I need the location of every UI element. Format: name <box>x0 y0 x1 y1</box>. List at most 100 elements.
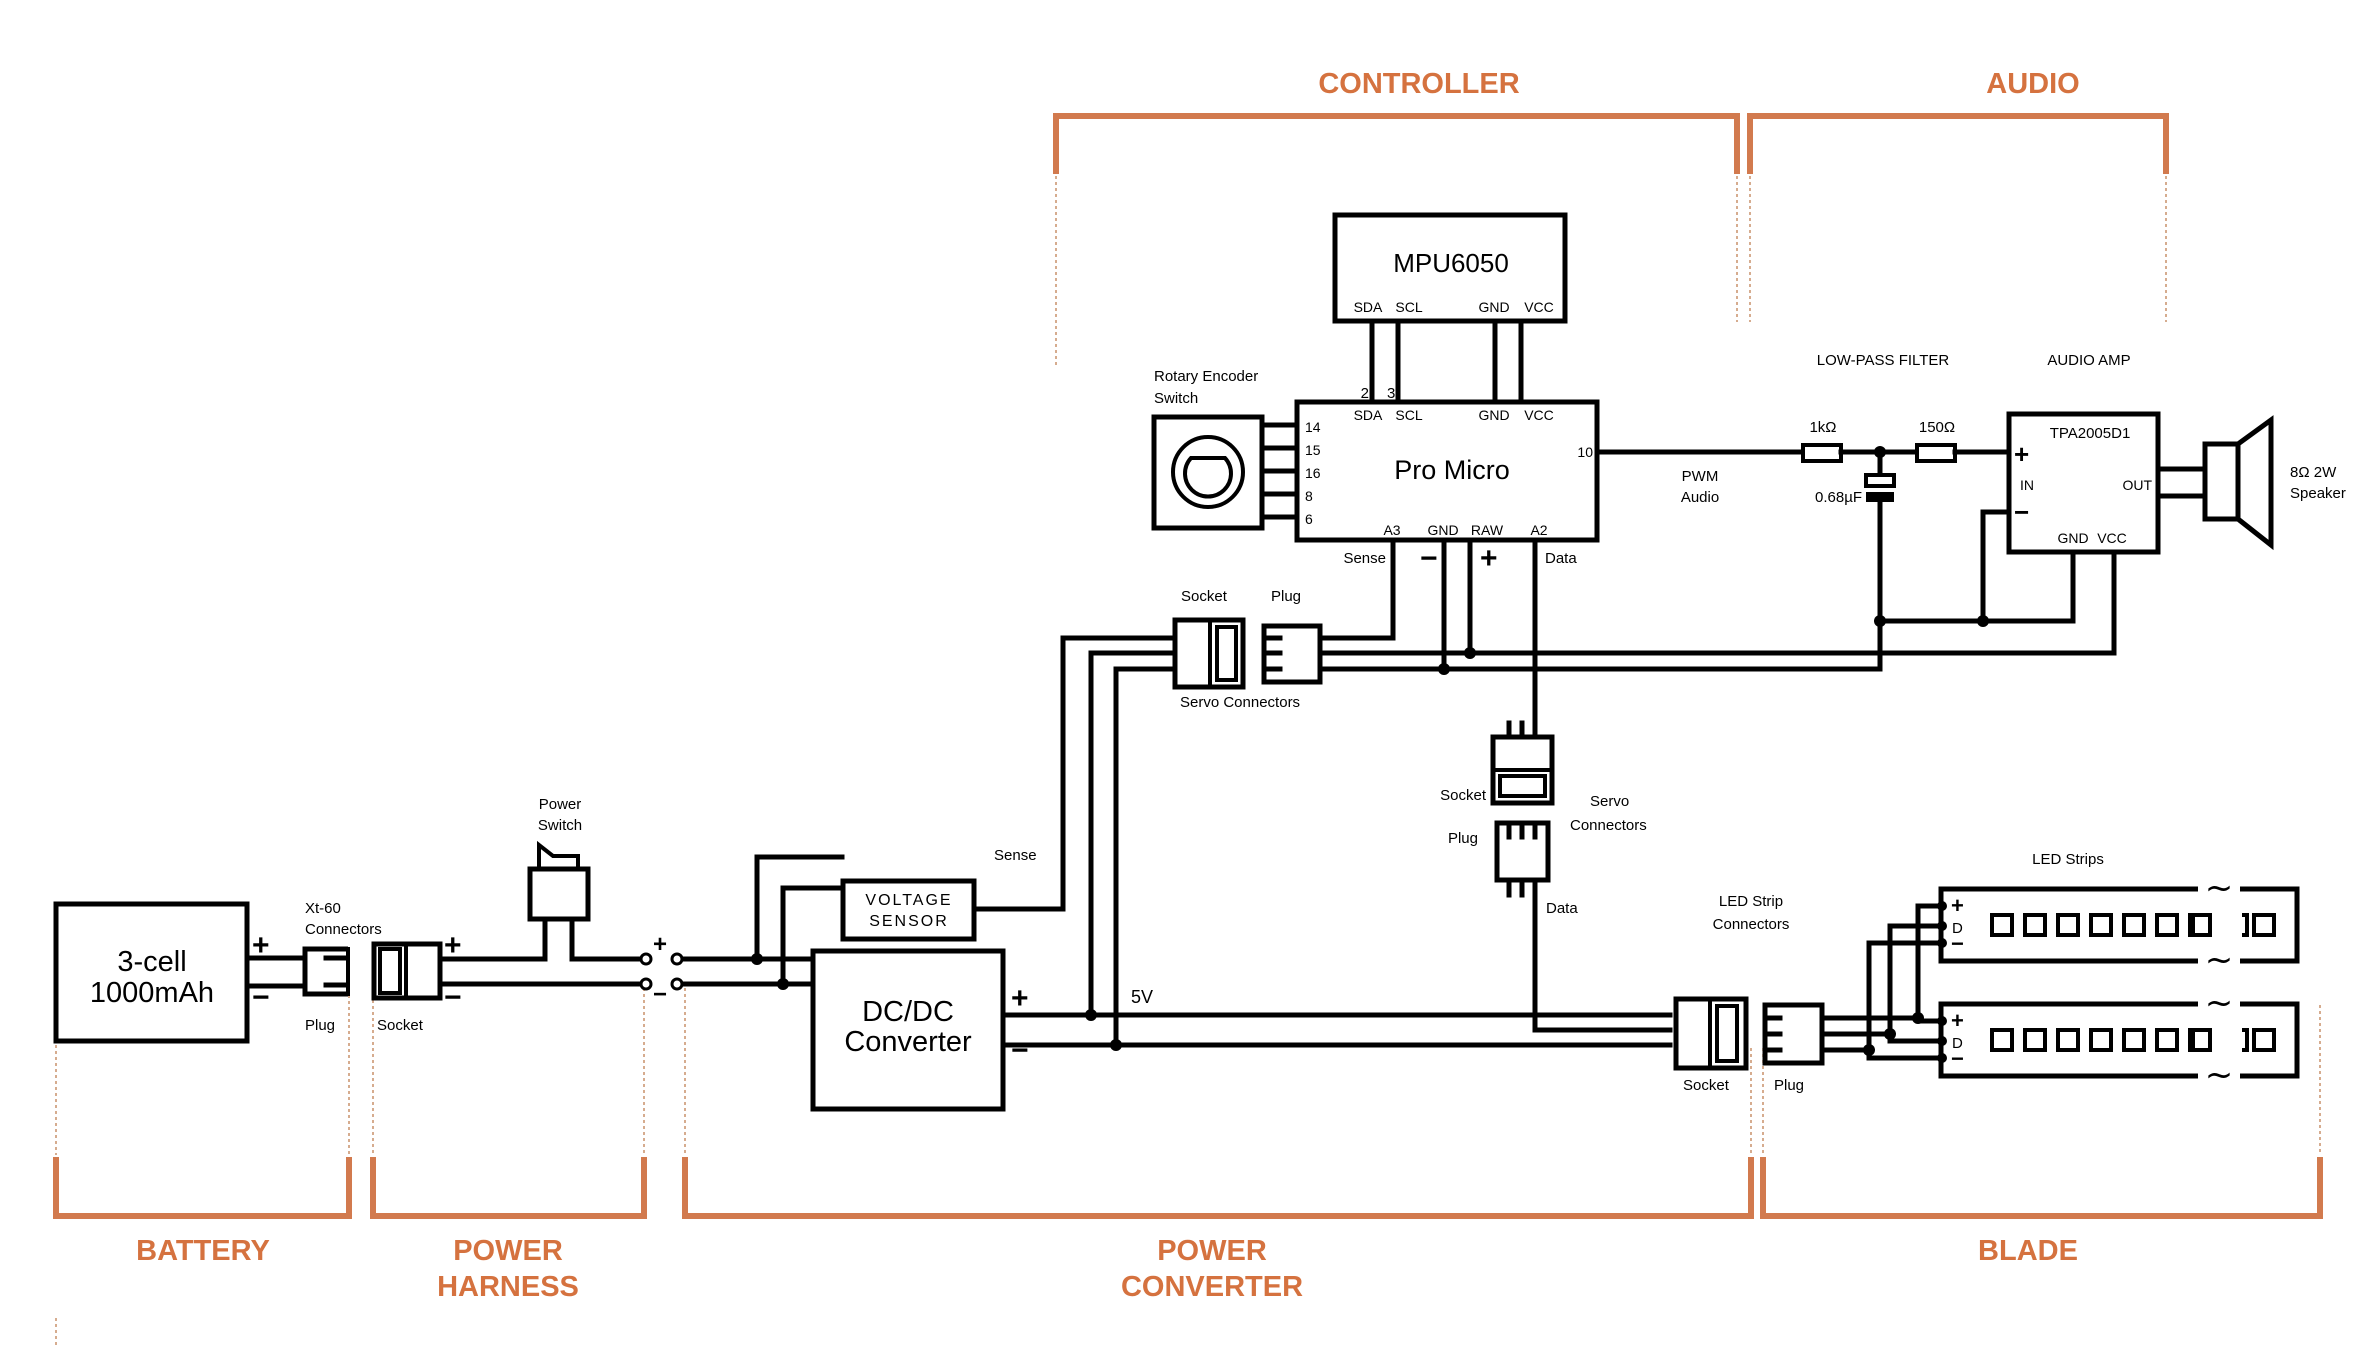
servo1-title: Servo Connectors <box>1180 694 1300 711</box>
battery-box <box>53 901 250 1044</box>
wire-strip2-data <box>1887 1031 1944 1044</box>
section-title-battery: BATTERY <box>136 1235 270 1267</box>
xt60-socket-slot <box>378 947 402 995</box>
xt60-title-2: Connectors <box>305 921 382 938</box>
led-icon <box>2122 913 2146 937</box>
led-strips-title: LED Strips <box>2032 851 2104 868</box>
audio-amp-box <box>2006 411 2161 555</box>
bracket-audio <box>1747 113 2169 174</box>
pro-micro-pin-16: 16 <box>1305 465 1321 481</box>
pro-micro-pin-raw: RAW <box>1471 522 1504 538</box>
strip-pin-minus: − <box>1951 931 1964 956</box>
terminal-icon <box>639 952 653 966</box>
strip-pin-pad <box>1937 938 1947 948</box>
servo1-socket-label: Socket <box>1181 588 1228 605</box>
capacitor-label: 0.68µF <box>1815 489 1862 506</box>
strip-pin-data: D <box>1952 1035 1963 1052</box>
audio-amp-in-minus: − <box>2014 497 2029 527</box>
socket-plus: + <box>444 929 462 962</box>
power-switch-rocker-icon <box>537 840 580 868</box>
xt60-title-1: Xt-60 <box>305 900 341 917</box>
encoder-title-2: Switch <box>1154 390 1198 407</box>
led-icon <box>2056 1028 2080 1052</box>
pro-micro-label: Pro Micro <box>1394 455 1510 485</box>
power-switch: Power Switch <box>527 796 591 922</box>
capacitor-plate-bottom <box>1866 492 1894 502</box>
strip-break-icon: ~ <box>2205 1055 2234 1095</box>
xt60-connectors: Xt-60 Connectors Plug Socket + − <box>302 900 462 1034</box>
led-icon-partial <box>2242 913 2249 937</box>
led-plug-label: Plug <box>1774 1077 1804 1094</box>
wire-5v-plus-to-servo <box>1088 650 1178 1018</box>
wire-sense-a3 <box>1317 537 1396 641</box>
pro-micro-sense-label: Sense <box>1343 550 1386 567</box>
power-switch-title-2: Switch <box>538 817 582 834</box>
wire-strip1-minus <box>1866 940 1944 1053</box>
led-icon <box>2155 1028 2179 1052</box>
strip-pin-pad <box>1937 1053 1947 1063</box>
led-socket-label: Socket <box>1683 1077 1730 1094</box>
servo2-title-2: Connectors <box>1570 817 1647 834</box>
mpu6050-pin-gnd: GND <box>1478 299 1509 315</box>
led-icon <box>2252 913 2276 937</box>
junction-dot <box>1977 615 1989 627</box>
junction-dot <box>1464 647 1476 659</box>
wire-strip1-plus <box>1915 903 1944 1021</box>
wire-strip2-minus <box>1866 1047 1944 1061</box>
servo-connectors-2: Socket Servo Connectors Plug Data <box>1440 720 1647 917</box>
section-title-power-converter-1: POWER <box>1157 1235 1267 1267</box>
dcdc-label-1: DC/DC <box>862 996 954 1028</box>
pro-micro-pin-6: 6 <box>1305 511 1313 527</box>
audio-amp-out-label: OUT <box>2122 477 2152 493</box>
strip-pin-pad <box>1937 921 1947 931</box>
led-icon <box>2188 1028 2212 1052</box>
speaker-cone-icon <box>2236 415 2274 551</box>
pro-micro-pin-sda: SDA <box>1354 407 1383 423</box>
section-title-power-harness-1: POWER <box>453 1235 563 1267</box>
dcdc-minus: − <box>1011 1034 1029 1067</box>
audio-amp-title: AUDIO AMP <box>2047 352 2130 369</box>
junction-dot <box>1874 615 1886 627</box>
strip-pin-data: D <box>1952 920 1963 937</box>
lowpass-filter-title: LOW-PASS FILTER <box>1817 352 1950 369</box>
wire-strip1-data <box>1887 923 1944 1037</box>
battery-minus: − <box>252 981 270 1014</box>
led-strip-outline <box>2240 886 2300 964</box>
led-strip-outline <box>1938 886 2198 964</box>
strip-pin-pad <box>1937 901 1947 911</box>
encoder-knob-icon <box>1171 435 1245 509</box>
resistor-1k-label: 1kΩ <box>1809 419 1836 436</box>
pro-micro-pin-scl: SCL <box>1395 407 1422 423</box>
dcdc-box <box>810 948 1006 1112</box>
battery: 3-cell 1000mAh + − <box>53 901 270 1044</box>
led-icon <box>2056 913 2080 937</box>
encoder-box <box>1151 414 1265 531</box>
led-icon <box>2188 913 2212 937</box>
wire-5v-minus-to-servo <box>1113 666 1178 1048</box>
pro-micro-pin-14: 14 <box>1305 419 1321 435</box>
dcdc-converter: DC/DC Converter + − 5V <box>810 948 1153 1112</box>
mpu6050-pin-scl: SCL <box>1395 299 1422 315</box>
pro-micro-pin-15: 15 <box>1305 442 1321 458</box>
rail-5v-label: 5V <box>1131 987 1153 1007</box>
led-icon-partial <box>2242 1028 2249 1052</box>
strip-pin-plus: + <box>1951 1008 1964 1033</box>
pro-micro-pin-10: 10 <box>1577 444 1593 460</box>
audio-amp-vcc-label: VCC <box>2097 530 2127 546</box>
pro-micro-pin-gnd-bottom: GND <box>1427 522 1458 538</box>
voltage-sensor-box <box>840 878 977 942</box>
audio-amp-in-plus: + <box>2014 439 2029 469</box>
led-icon <box>2155 913 2179 937</box>
section-title-power-converter-2: CONVERTER <box>1121 1271 1303 1303</box>
led-icon <box>1990 1028 2014 1052</box>
servo2-data-label: Data <box>1546 900 1578 917</box>
section-title-controller: CONTROLLER <box>1318 68 1519 100</box>
bracket-controller <box>1053 113 1740 174</box>
led-strip-connectors: LED Strip Connectors Socket Plug <box>1673 893 1825 1094</box>
pwm-label-2: Audio <box>1681 489 1719 506</box>
section-power-harness: POWER HARNESS <box>370 988 647 1303</box>
section-power-converter: POWER CONVERTER <box>682 988 1754 1303</box>
wire-data-to-led <box>1532 877 1673 1033</box>
mpu6050-pin-sda: SDA <box>1354 299 1383 315</box>
speaker-label-2: Speaker <box>2290 485 2346 502</box>
